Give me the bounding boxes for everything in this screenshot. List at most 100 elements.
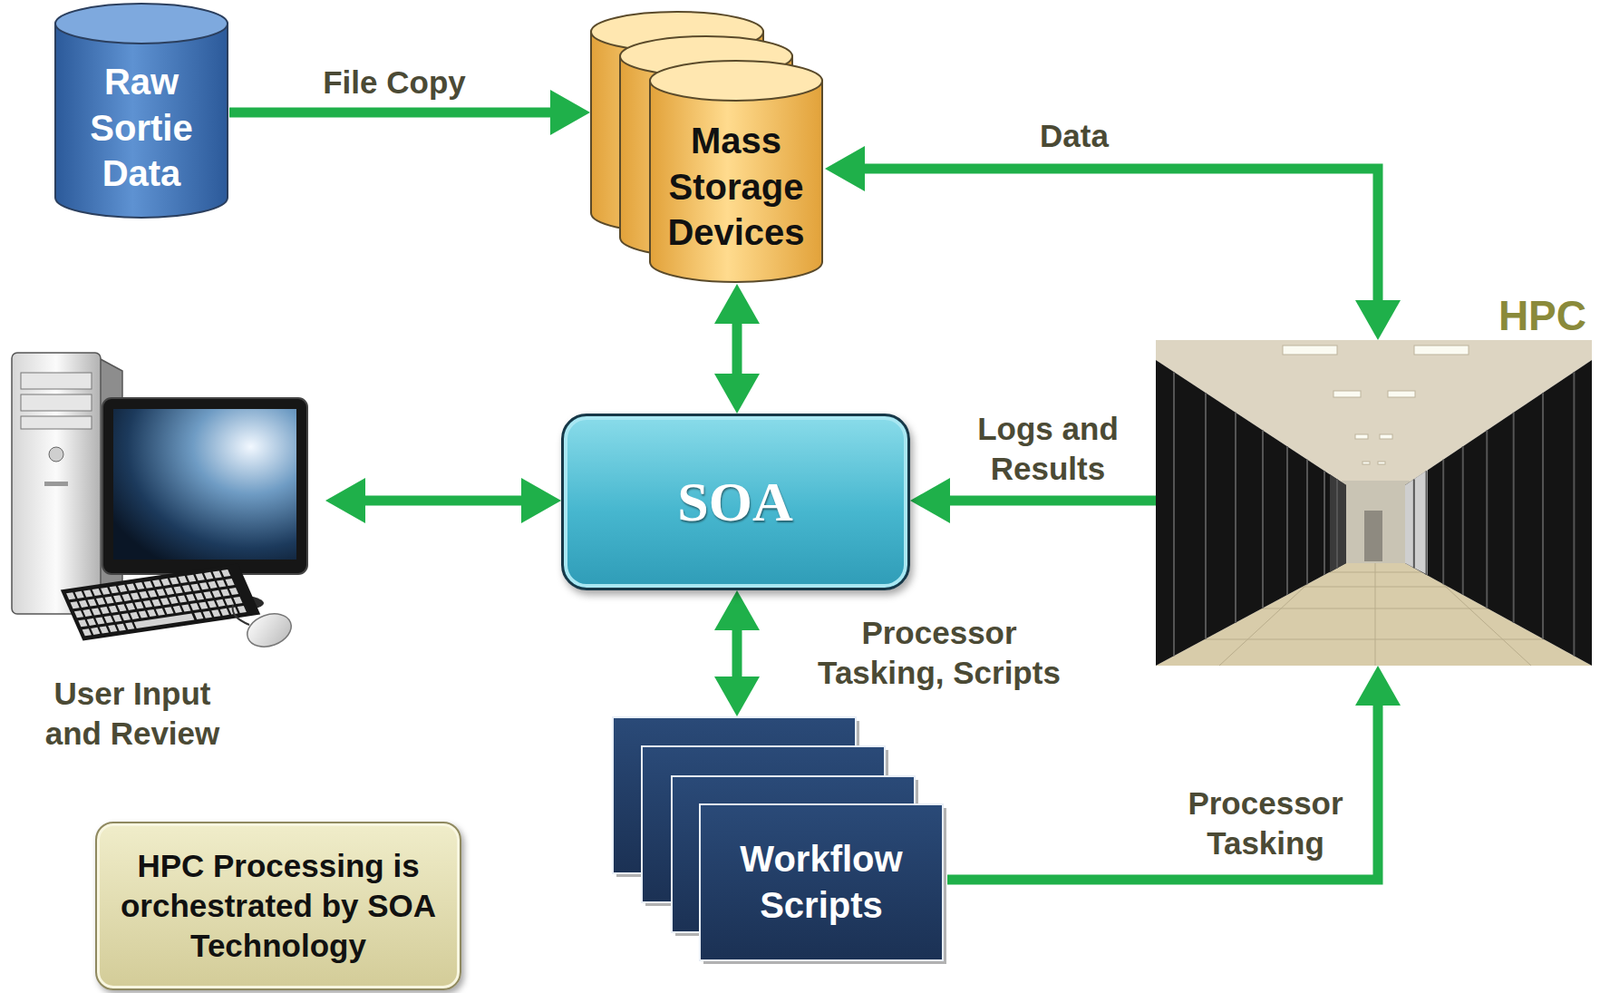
shape-part [173,585,183,593]
node-text: Workflow Scripts [716,835,927,929]
shape-part [213,570,223,578]
shape-part [242,607,297,652]
shape-part [1333,390,1361,398]
storage-cylinders: Mass Storage Devices [590,10,825,284]
shape-part [20,372,92,389]
arrow-line [229,107,553,118]
shape-part [121,612,131,621]
hpc-photo-art [1155,339,1592,666]
shape-part [20,416,92,429]
shape-part [203,572,214,580]
shape-part [144,581,154,589]
shape-part [173,605,183,613]
shape-part [1355,434,1368,439]
arrow-head [1355,300,1401,340]
shape-part [11,352,101,614]
shape-part [232,596,243,604]
user-computer: User Input and Review [8,336,326,750]
shape-part [1405,359,1592,666]
hpc-photo: HPC [1155,339,1592,666]
shape-part [169,576,179,584]
shape-part [224,578,234,586]
soa-box: SOA [561,413,911,591]
arrow-head [521,477,562,524]
shape-part [78,600,88,608]
shape-part [113,594,123,602]
shape-part [1364,510,1383,562]
shape-part [164,587,175,595]
flow-arrow [325,477,562,524]
shape-part [199,581,209,590]
shape-part [60,563,261,641]
shape-part [77,619,88,627]
edge-label: File Copy [303,62,485,103]
shape-part [48,446,64,462]
shape-part [99,625,109,633]
shape-part [90,627,100,635]
workflow-pages: Workflow Scripts [611,716,948,965]
shape-part [109,585,119,593]
shape-part [164,606,174,614]
shape-part [220,588,230,596]
shape-part [100,587,110,595]
arrow-head [910,477,951,524]
shape-part [224,597,234,605]
shape-part [1336,478,1339,568]
note-box: HPC Processing is orchestrated by SOA Te… [95,821,462,990]
shape-part [1234,412,1237,623]
shape-part [1341,480,1410,564]
shape-part [104,615,114,623]
shape-part [104,596,114,604]
shape-part [1485,430,1488,609]
edge-label: Logs and Results [957,408,1139,489]
shape-part [237,605,247,613]
shape-part [649,80,823,282]
shape-part [1541,392,1544,639]
arrow-head [714,373,760,414]
shape-part [126,602,136,611]
shape-part [82,628,92,636]
arrow-line [947,702,1378,880]
arrow-head [714,676,760,717]
shape-part [82,609,92,617]
arrow-line [947,495,1156,506]
shape-part [69,601,79,609]
text-holder: HPC [1498,292,1587,340]
shape-part [1282,345,1338,355]
shape-part [1377,461,1386,465]
shape-part [83,589,93,597]
shape-part [181,603,191,611]
shape-part [216,579,226,587]
shape-part [1512,412,1515,623]
arrow-line [732,627,743,679]
shape-part [117,584,127,592]
shape-part [1155,359,1347,666]
shape-part [147,590,157,598]
arrow-head [824,145,865,192]
shape-part [107,624,117,632]
shape-part [185,593,195,602]
shape-part [60,563,261,641]
shape-part [113,408,297,560]
shape-part [1462,446,1465,595]
text-holder: Mass Storage Devices [656,117,816,256]
shape-part [193,611,204,620]
shape-part [155,588,165,596]
label-holder: Processor Tasking [1179,783,1352,864]
shape-part [1323,470,1326,575]
shape-part [168,596,178,604]
text-holder: HPC Processing is orchestrated by SOA Te… [118,845,438,965]
shape-part [212,590,222,598]
shape-part [66,591,76,600]
shape-part [155,608,165,616]
shape-part [116,603,127,611]
shape-part [229,587,239,595]
edge-label: Processor Tasking, Scripts [810,612,1069,693]
shape-part [1413,478,1416,568]
shape-part [1379,434,1393,439]
flow-arrow [947,665,1401,880]
shape-part [699,804,943,960]
shape-part [177,594,187,602]
arrow-head [550,89,591,136]
